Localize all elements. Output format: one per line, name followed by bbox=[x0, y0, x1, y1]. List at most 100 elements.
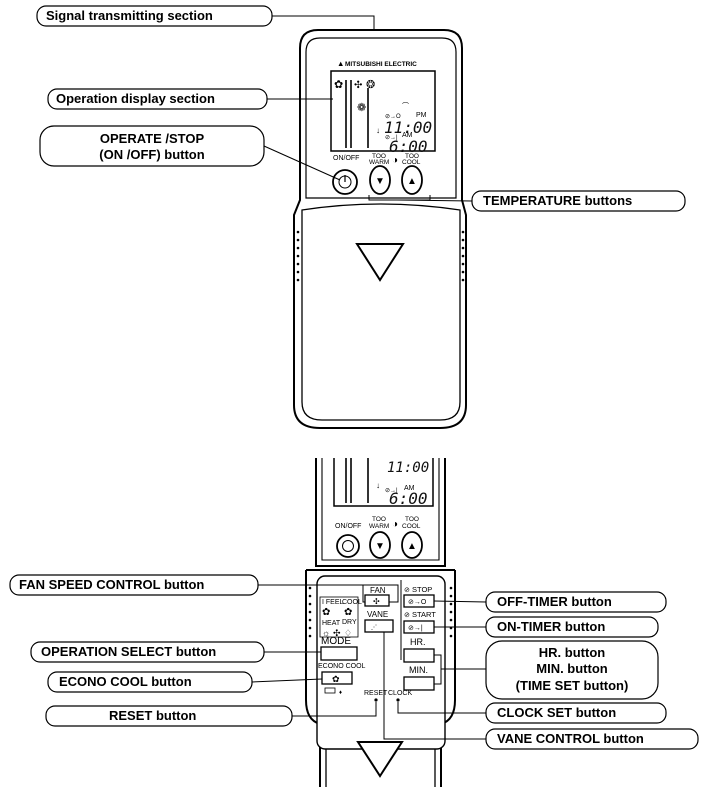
econo-cool-label: ECONO COOL bbox=[318, 663, 366, 670]
callout-operate-stop-line2: (ON /OFF) button bbox=[99, 147, 204, 162]
i-feel-label: I FEEL bbox=[322, 599, 344, 606]
remote-top-face bbox=[305, 37, 457, 199]
callout-econo-cool-text: ECONO COOL button bbox=[59, 674, 192, 689]
temperature-icon: ◑ bbox=[392, 155, 398, 166]
onoff-button-2[interactable] bbox=[336, 534, 360, 558]
vane-label: VANE bbox=[367, 610, 388, 619]
brand-name: MITSUBISHI ELECTRIC bbox=[345, 61, 417, 68]
temp-down-button-2[interactable] bbox=[369, 531, 391, 559]
mode-button[interactable] bbox=[320, 646, 358, 661]
hr-button[interactable] bbox=[403, 648, 435, 663]
vane-button[interactable] bbox=[364, 619, 394, 633]
svg-text:▲: ▲ bbox=[407, 541, 417, 552]
lcd-display bbox=[330, 70, 436, 152]
heat-mode-icon: ☼ bbox=[322, 628, 330, 638]
on-timer-icon: ⊘→| bbox=[408, 625, 423, 632]
svg-text:↓: ↓ bbox=[376, 481, 380, 490]
callout-time-set-text: (TIME SET button) bbox=[516, 678, 629, 693]
reset-label: RESET bbox=[364, 690, 388, 697]
too-warm-label-2: WARM bbox=[369, 159, 389, 166]
lcd-mode-icon: ✿ bbox=[334, 79, 343, 91]
lcd-on-time: 6:00 bbox=[389, 137, 428, 156]
callout-off-timer-text: OFF-TIMER button bbox=[497, 594, 612, 609]
temp-up-arrow-icon: ▲ bbox=[407, 176, 417, 187]
off-timer-icon: ⊘→O bbox=[408, 599, 427, 606]
clock-button[interactable] bbox=[396, 698, 400, 702]
svg-text:TOO: TOO bbox=[405, 516, 419, 523]
auto-mode-icon: ✿ bbox=[322, 607, 330, 618]
svg-text:↓: ↓ bbox=[376, 126, 380, 135]
temp-up-button[interactable] bbox=[401, 165, 423, 195]
remote-top: ▲ MITSUBISHI ELECTRIC ✿ ✣ ❂ ❁ ⌒ ⊘→O PM 1… bbox=[293, 29, 467, 429]
callout-reset-text: RESET button bbox=[109, 708, 196, 723]
callout-signal-text: Signal transmitting section bbox=[46, 8, 213, 23]
lcd-pm-text: PM bbox=[416, 112, 427, 119]
temp-up-button-2[interactable] bbox=[401, 531, 423, 559]
min-label: MIN. bbox=[409, 665, 428, 675]
econo-cool-button[interactable] bbox=[321, 671, 353, 685]
battery-icon bbox=[324, 687, 336, 694]
start-clock-icon: ⊘ bbox=[404, 612, 410, 619]
lcd-off-timer-icon: ⊘→O bbox=[385, 114, 401, 120]
lcd-vane-icon: ❁ bbox=[357, 102, 366, 114]
stop-label: STOP bbox=[412, 585, 432, 594]
callout-operate-stop-line1: OPERATE /STOP bbox=[100, 131, 205, 146]
dry-mode-icon: ♢ bbox=[344, 628, 352, 638]
heat-label: HEAT bbox=[322, 620, 341, 627]
start-label: START bbox=[412, 610, 436, 619]
callout-vane-control-text: VANE CONTROL button bbox=[497, 731, 644, 746]
vane-icon: ⋰ bbox=[371, 625, 377, 631]
lcd2-off-time: 11:00 bbox=[387, 460, 429, 476]
lcd-fan-icon: ✣ bbox=[354, 80, 362, 91]
stop-clock-icon: ⊘ bbox=[404, 587, 410, 594]
too-cool-label-1: TOO bbox=[405, 153, 419, 160]
min-button[interactable] bbox=[403, 676, 435, 691]
remote-bottom: 11:00 ↓ ⊘→| AM 6:00 ON/OFF TOO WARM ◑ TO… bbox=[305, 458, 456, 787]
hr-label: HR. bbox=[410, 637, 426, 647]
cover-open-arrow-icon-2 bbox=[356, 741, 404, 778]
reset-button[interactable] bbox=[374, 698, 378, 702]
temp-down-arrow-icon: ▼ bbox=[375, 176, 385, 187]
remote-cover bbox=[301, 203, 461, 421]
dry-label: DRY bbox=[342, 619, 357, 626]
svg-text:▼: ▼ bbox=[375, 541, 385, 552]
lcd-signal-icon: ⌒ bbox=[402, 102, 409, 110]
callout-operation-display-text: Operation display section bbox=[56, 91, 215, 106]
fan-mode-icon: ✣ bbox=[333, 628, 341, 638]
mode-label: MODE bbox=[321, 636, 351, 647]
temp-down-button[interactable] bbox=[369, 165, 391, 195]
svg-text:TOO: TOO bbox=[372, 516, 386, 523]
onoff-label-2: ON/OFF bbox=[335, 523, 361, 530]
too-warm-label-1: TOO bbox=[372, 153, 386, 160]
lcd2-on-time: 6:00 bbox=[389, 489, 428, 508]
callout-clock-set-text: CLOCK SET button bbox=[497, 705, 616, 720]
lcd-fan-speed-icon: ❂ bbox=[366, 79, 375, 91]
svg-text:COOL: COOL bbox=[402, 523, 421, 530]
callout-operation-select-text: OPERATION SELECT button bbox=[41, 644, 216, 659]
lcd-on-timer-icon: ⊘→| bbox=[385, 135, 398, 141]
callouts-bottom: FAN SPEED CONTROL button OFF-TIMER butto… bbox=[9, 574, 699, 750]
svg-text:◑: ◑ bbox=[392, 519, 398, 530]
cool-mode-icon: ✿ bbox=[344, 607, 352, 618]
fan-label: FAN bbox=[370, 586, 386, 595]
svg-text:⊘→|: ⊘→| bbox=[385, 488, 398, 494]
grip-dots bbox=[296, 230, 465, 282]
svg-text:WARM: WARM bbox=[369, 523, 389, 530]
lcd-am-text: AM bbox=[402, 132, 413, 139]
callout-hr-text: HR. button bbox=[539, 645, 605, 660]
econo-cool-icon: ✿ bbox=[332, 674, 340, 684]
cool-label: COOL bbox=[342, 599, 362, 606]
onoff-label: ON/OFF bbox=[333, 155, 359, 162]
clock-label: CLOCK bbox=[388, 690, 412, 697]
fan-icon: ✣ bbox=[373, 597, 380, 606]
callout-temperature-text: TEMPERATURE buttons bbox=[483, 193, 632, 208]
battery-polarity-icon: ♦ bbox=[339, 690, 342, 696]
callout-on-timer-text: ON-TIMER button bbox=[497, 619, 605, 634]
fan-button[interactable] bbox=[364, 594, 390, 607]
cover-open-arrow-icon bbox=[355, 243, 405, 282]
lcd2-am-text: AM bbox=[404, 485, 415, 492]
lcd-off-time: 11:00 bbox=[384, 118, 432, 137]
brand-mark: ▲ bbox=[337, 59, 344, 68]
callout-hr-min bbox=[485, 640, 659, 700]
